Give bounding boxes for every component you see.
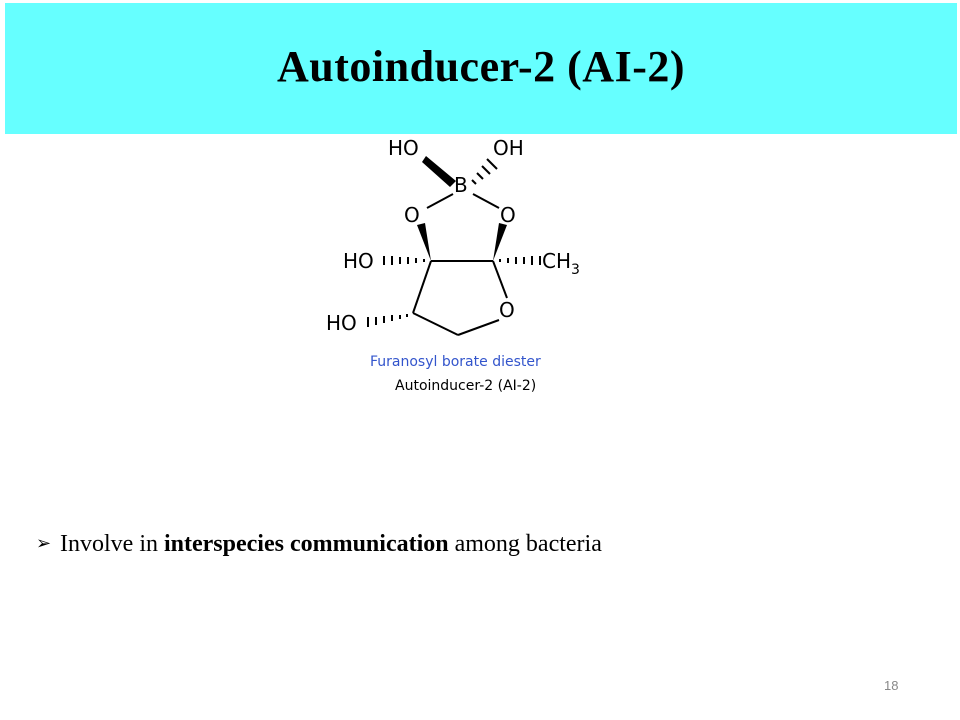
- page-number: 18: [884, 678, 899, 693]
- atom-boron: B: [454, 173, 468, 197]
- bond-c5-o: [457, 319, 500, 336]
- atom-o-ring-left: O: [404, 203, 420, 227]
- structure-bonds: [412, 193, 508, 336]
- slide-title: Autoinducer-2 (AI-2): [277, 42, 685, 91]
- bullet-text-before: Involve in: [60, 531, 164, 557]
- atom-o-furan: O: [499, 298, 515, 322]
- structure-wedges: [417, 156, 507, 261]
- atom-ho-bottom: HO: [326, 311, 357, 335]
- bond-b-o-left: [426, 193, 454, 209]
- wedge-ho-b: [422, 156, 456, 187]
- ai2-structure-diagram: HO OH B O O HO CH3 O HO Furanosyl borate…: [300, 128, 640, 408]
- structure-hashes: [367, 158, 541, 327]
- bullet-point: ➢ Involve in interspecies communication a…: [36, 531, 602, 558]
- bullet-text-bold: interspecies communication: [163, 531, 449, 557]
- bond-b-o-right: [472, 193, 500, 209]
- bond-c4-c5: [412, 312, 459, 336]
- title-bar: Autoinducer-2 (AI-2): [5, 3, 957, 134]
- structure-caption-name: Furanosyl borate diester: [370, 354, 541, 370]
- atom-oh-top-right: OH: [493, 136, 524, 160]
- bond-c3-c4: [412, 260, 432, 314]
- atom-ho-mid: HO: [343, 249, 374, 273]
- structure-caption-label: Autoinducer-2 (AI-2): [395, 378, 536, 394]
- arrow-bullet-icon: ➢: [36, 533, 52, 554]
- bond-c2-o: [492, 260, 508, 299]
- wedge-c-o-left: [417, 223, 431, 261]
- bullet-text-after: among bacteria: [448, 531, 602, 557]
- atom-ch3: CH3: [542, 249, 580, 278]
- atom-o-ring-right: O: [500, 203, 516, 227]
- wedge-c-o-right: [493, 223, 507, 261]
- atom-ho-top-left: HO: [388, 136, 419, 160]
